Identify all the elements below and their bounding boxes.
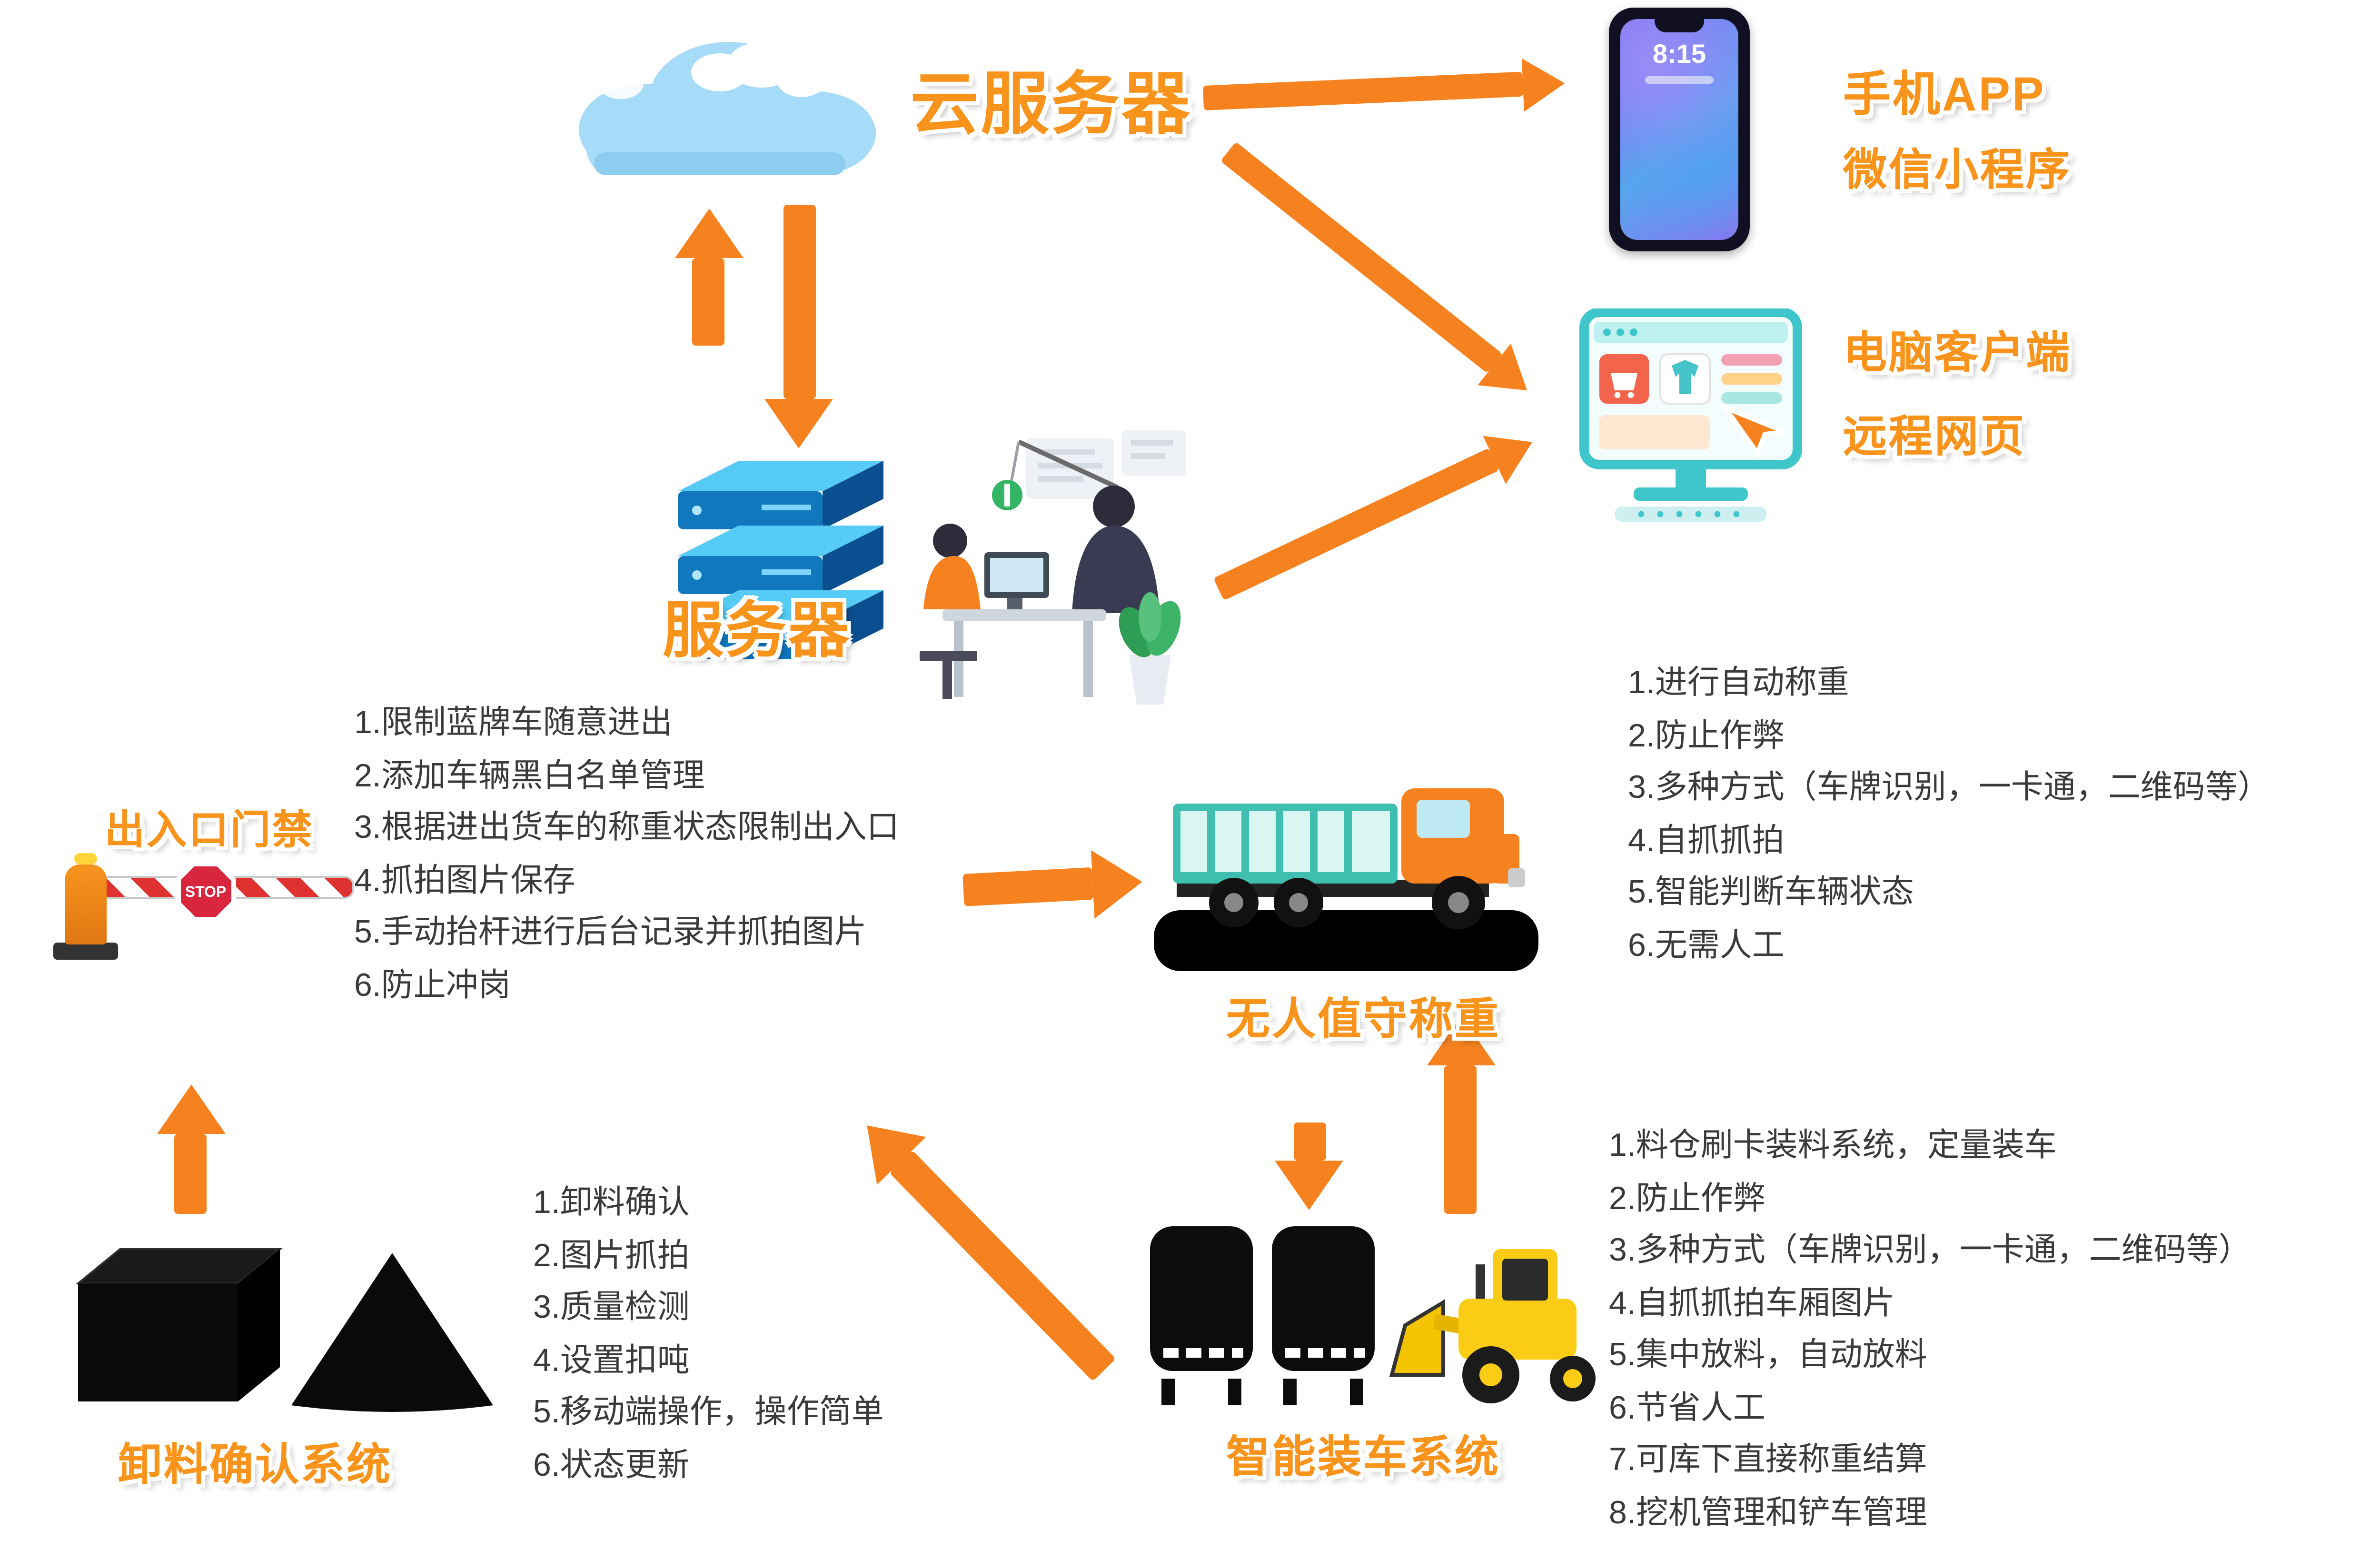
list-item: 3.根据进出货车的称重状态限制出入口 [354,809,899,845]
list-item: 1.限制蓝牌车随意进出 [354,705,673,741]
barrier-lamp [74,853,97,864]
pc-client-label: 电脑客户端 [1843,328,2072,377]
list-item: 2.图片抓拍 [533,1237,690,1273]
list-item: 6.状态更新 [533,1446,690,1482]
people-at-computers-illustration [920,430,1186,705]
weighing-feature-list: 1.进行自动称重 2.防止作弊 3.多种方式（车牌识别，一卡通，二维码等） 4.… [1628,657,2270,971]
list-item: 5.集中放料，自动放料 [1609,1337,1927,1373]
phone-screen [1620,19,1738,240]
gate-feature-list: 1.限制蓝牌车随意进出 2.添加车辆黑白名单管理 3.根据进出货车的称重状态限制… [354,697,899,1011]
wechat-mini-program-label: 微信小程序 [1843,145,2072,194]
arrow-cloud-to-pc [1220,141,1503,374]
list-item: 1.进行自动称重 [1628,665,1849,701]
arrow-loading-to-gate [889,1150,1116,1381]
list-item: 2.添加车辆黑白名单管理 [354,757,705,793]
list-item: 1.卸料确认 [533,1184,690,1221]
pc-monitor-icon [1579,308,1802,522]
list-item: 5.移动端操作，操作简单 [533,1394,884,1430]
unloading-feature-list: 1.卸料确认 2.图片抓拍 3.质量检测 4.设置扣吨 5.移动端操作，操作简单… [533,1177,884,1491]
list-item: 3.质量检测 [533,1289,690,1325]
silos-and-loader-icon [1150,1226,1596,1405]
list-item: 2.防止作弊 [1609,1180,1765,1216]
list-item: 3.多种方式（车牌识别，一卡通，二维码等） [1628,769,2270,805]
arrow-weighing-to-loading [1294,1123,1326,1161]
unloading-label: 卸料确认系统 [118,1440,392,1489]
stop-sign-icon: STOP [175,861,236,922]
stop-sign-text: STOP [180,865,231,917]
smartphone-icon: 8:15 [1609,8,1750,251]
gate-label: 出入口门禁 [105,809,314,853]
arrow-server-to-cloud [692,258,724,346]
list-item: 5.智能判断车辆状态 [1628,874,1914,910]
cursor-icon [1718,402,1787,458]
list-item: 6.防止冲岗 [354,966,511,1003]
list-item: 7.可库下直接称重结算 [1609,1441,1927,1478]
list-item: 1.料仓刷卡装料系统，定量装车 [1609,1127,2057,1163]
cloud-icon [579,42,876,175]
unloading-cube-pile-icon [75,1248,493,1412]
loading-label: 智能装车系统 [1226,1432,1500,1481]
list-item: 8.挖机管理和铲车管理 [1609,1494,1927,1530]
remote-web-label: 远程网页 [1843,411,2026,461]
barrier-base [53,943,118,960]
list-item: 5.手动抬杆进行后台记录并抓拍图片 [354,914,867,950]
barrier-gate-icon: STOP [53,849,358,964]
list-item: 2.防止作弊 [1628,717,1785,753]
barrier-post [65,864,107,944]
arrow-cloud-to-phone [1202,71,1524,110]
cloud-server-label: 云服务器 [910,65,1192,143]
list-item: 4.设置扣吨 [533,1341,690,1378]
phone-time: 8:15 [1652,38,1706,69]
server-icon [678,461,883,659]
arrow-unloading-up [174,1134,207,1214]
arrow-server-to-pc [1213,447,1499,601]
list-item: 3.多种方式（车牌识别，一卡通，二维码等） [1609,1232,2251,1268]
loading-feature-list: 1.料仓刷卡装料系统，定量装车 2.防止作弊 3.多种方式（车牌识别，一卡通，二… [1609,1120,2251,1539]
arrow-loading-to-weighing [1444,1065,1477,1214]
list-item: 6.节省人工 [1609,1389,1765,1425]
truck-on-scale-icon [1154,788,1538,971]
arrow-cloud-to-server [783,205,816,399]
list-item: 4.自抓抓拍 [1628,822,1785,858]
list-item: 4.抓拍图片保存 [354,862,575,898]
phone-notch [1655,19,1704,32]
phone-date-line [1645,76,1714,84]
server-label: 服务器 [663,596,852,665]
weighing-label: 无人值守称重 [1226,994,1500,1043]
phone-app-label: 手机APP [1843,69,2046,122]
list-item: 6.无需人工 [1628,926,1785,963]
arrow-gate-to-weighing [962,867,1094,906]
list-item: 4.自抓抓拍车厢图片 [1609,1284,1895,1321]
